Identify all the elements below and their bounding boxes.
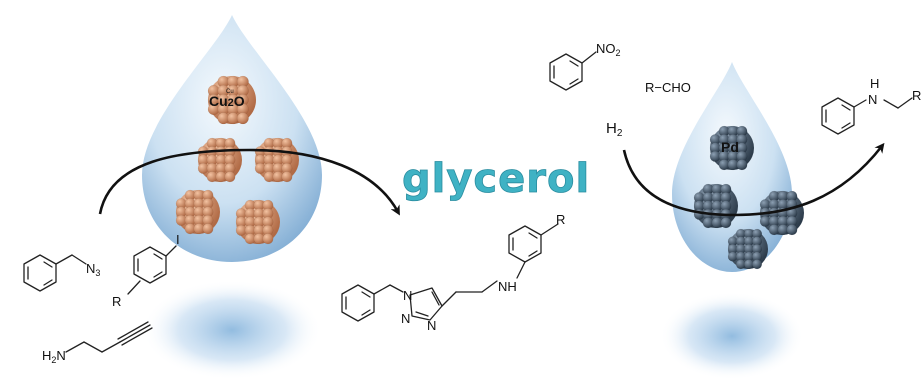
- cu2o-particle-3: [254, 137, 299, 183]
- glycerol-title: glycerol: [402, 156, 590, 202]
- cu2o-nanoparticle-clusters: [175, 75, 299, 245]
- nitrobenzene-structure: [549, 51, 597, 91]
- cu2o-particle-2-sphere: [224, 171, 236, 183]
- cu2o-particle-4: [175, 189, 220, 235]
- cu2o-particle-5-sphere: [262, 233, 274, 245]
- pd-particle-2-sphere: [720, 217, 732, 229]
- pd-particle-2: [693, 183, 738, 229]
- triazole-n2-label: N: [401, 311, 410, 326]
- pd-particle-1: [709, 125, 754, 171]
- right-drop-reflection: [660, 292, 804, 380]
- aryl-r-label: R: [112, 294, 121, 309]
- triazole-n1-label: N: [403, 288, 412, 303]
- right-reaction-arrow: [622, 142, 885, 217]
- iodide-label: I: [176, 232, 180, 247]
- product-n-label: N: [868, 92, 877, 107]
- cu2o-particle-5: [235, 199, 280, 245]
- aldehyde-label: R−CHO: [645, 80, 691, 95]
- cu2o-particle-3-sphere: [281, 171, 293, 183]
- triazole-n3-label: N: [427, 318, 436, 333]
- left-reaction-arrow: [98, 148, 400, 216]
- pd-particle-3-sphere: [786, 224, 798, 236]
- nh-label: NH: [498, 279, 517, 294]
- benzyl-azide-structure: [23, 254, 87, 292]
- cu2o-label: Cu2O: [209, 93, 245, 109]
- cu-small-label: Cu: [226, 89, 234, 95]
- amine-label: H2N: [42, 348, 66, 365]
- pd-particle-4-sphere: [752, 259, 763, 270]
- butynylamine-structure: [65, 321, 153, 353]
- cu2o-particle-1: [207, 75, 256, 125]
- pd-label: Pd: [721, 139, 739, 155]
- pd-particle-1-sphere: [736, 159, 748, 171]
- product-alkyl-r-label: R: [912, 88, 921, 103]
- cu2o-particle-4-sphere: [202, 223, 214, 235]
- h2-label: H2: [606, 120, 623, 139]
- aryl-iodide-structure: [127, 245, 177, 295]
- pd-particle-4: [727, 228, 768, 270]
- triazole-product-structure: [341, 223, 559, 322]
- product-r-label: R: [556, 212, 565, 227]
- cu2o-particle-2: [197, 137, 242, 183]
- azide-label: N3: [86, 261, 100, 278]
- alkyl-aniline-product-structure: [821, 97, 913, 135]
- cu2o-particle-1-sphere: [236, 112, 249, 125]
- left-drop-reflection: [142, 280, 322, 380]
- nitro-label: NO2: [596, 41, 621, 58]
- product-h-label: H: [870, 76, 879, 91]
